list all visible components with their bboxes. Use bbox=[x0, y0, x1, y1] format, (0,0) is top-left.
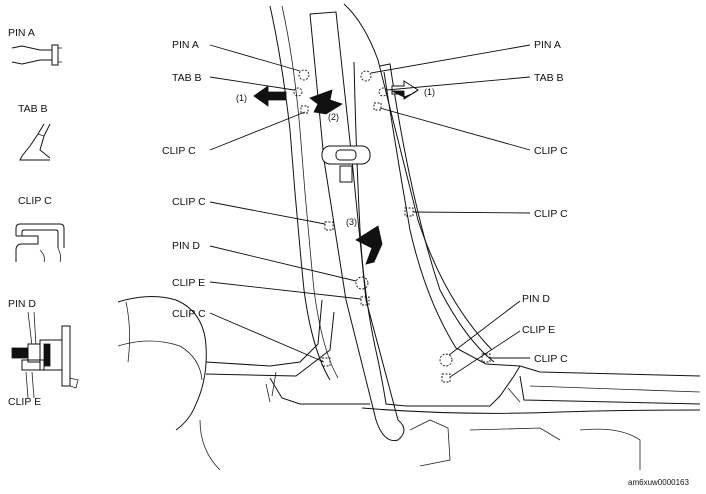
legend-pin-d-label: PIN D bbox=[8, 298, 36, 310]
tab-b-detail bbox=[19, 123, 51, 161]
callout-clip-c-right-2: CLIP C bbox=[534, 208, 568, 220]
bent-arrow-icon bbox=[309, 89, 343, 115]
legend: PIN A TAB B CLIP C PIN D CLIP E bbox=[8, 27, 79, 408]
seat-back bbox=[117, 296, 207, 431]
step-2-arrow bbox=[309, 89, 343, 115]
body-right-line bbox=[343, 3, 493, 351]
direction-arrow-left bbox=[253, 85, 287, 107]
legend-pin-a-label: PIN A bbox=[8, 27, 35, 39]
step-label-2: (2) bbox=[328, 112, 339, 122]
step-label-left-arrow: (1) bbox=[236, 93, 247, 103]
callout-pin-a-right: PIN A bbox=[534, 39, 561, 51]
legend-tab-b-label: TAB B bbox=[18, 103, 48, 115]
leader-lines bbox=[209, 44, 531, 378]
callout-clip-c-left-1: CLIP C bbox=[162, 145, 196, 157]
step-3-arrow bbox=[355, 225, 383, 265]
callout-clip-e-right: CLIP E bbox=[522, 324, 555, 336]
callout-pin-d-right: PIN D bbox=[522, 293, 550, 305]
bent-arrow-icon bbox=[355, 225, 383, 265]
clip-c-detail bbox=[15, 223, 65, 263]
callout-clip-e-left: CLIP E bbox=[172, 277, 205, 289]
pin-d-clip-e-detail bbox=[11, 311, 79, 399]
callout-clip-c-left-3: CLIP C bbox=[172, 308, 206, 320]
belt-guide bbox=[321, 145, 371, 183]
callout-clip-c-right-1: CLIP C bbox=[534, 145, 568, 157]
callout-clip-c-right-3: CLIP C bbox=[534, 353, 568, 365]
body-outer-line bbox=[269, 5, 331, 381]
vehicle-interior-drawing bbox=[117, 3, 701, 471]
callout-tab-b-left: TAB B bbox=[172, 72, 202, 84]
pin-a-detail bbox=[11, 44, 62, 66]
legend-clip-c-label: CLIP C bbox=[18, 195, 52, 207]
callout-clip-c-left-2: CLIP C bbox=[172, 196, 206, 208]
reference-code: am6xuw0000163 bbox=[628, 478, 689, 487]
step-label-3: (3) bbox=[346, 217, 357, 227]
direction-arrow-right bbox=[391, 80, 419, 100]
step-label-right-arrow: (1) bbox=[424, 87, 435, 97]
left-lower-garnish bbox=[205, 299, 323, 367]
callout-pin-d-left: PIN D bbox=[172, 240, 200, 252]
callout-pin-a-left: PIN A bbox=[172, 39, 199, 51]
callout-tab-b-right: TAB B bbox=[534, 72, 564, 84]
legend-clip-e-label: CLIP E bbox=[8, 396, 41, 408]
filled-arrow-left-icon bbox=[253, 85, 287, 107]
callout-labels: PIN A TAB B CLIP C CLIP C PIN D CLIP E C… bbox=[162, 39, 689, 487]
